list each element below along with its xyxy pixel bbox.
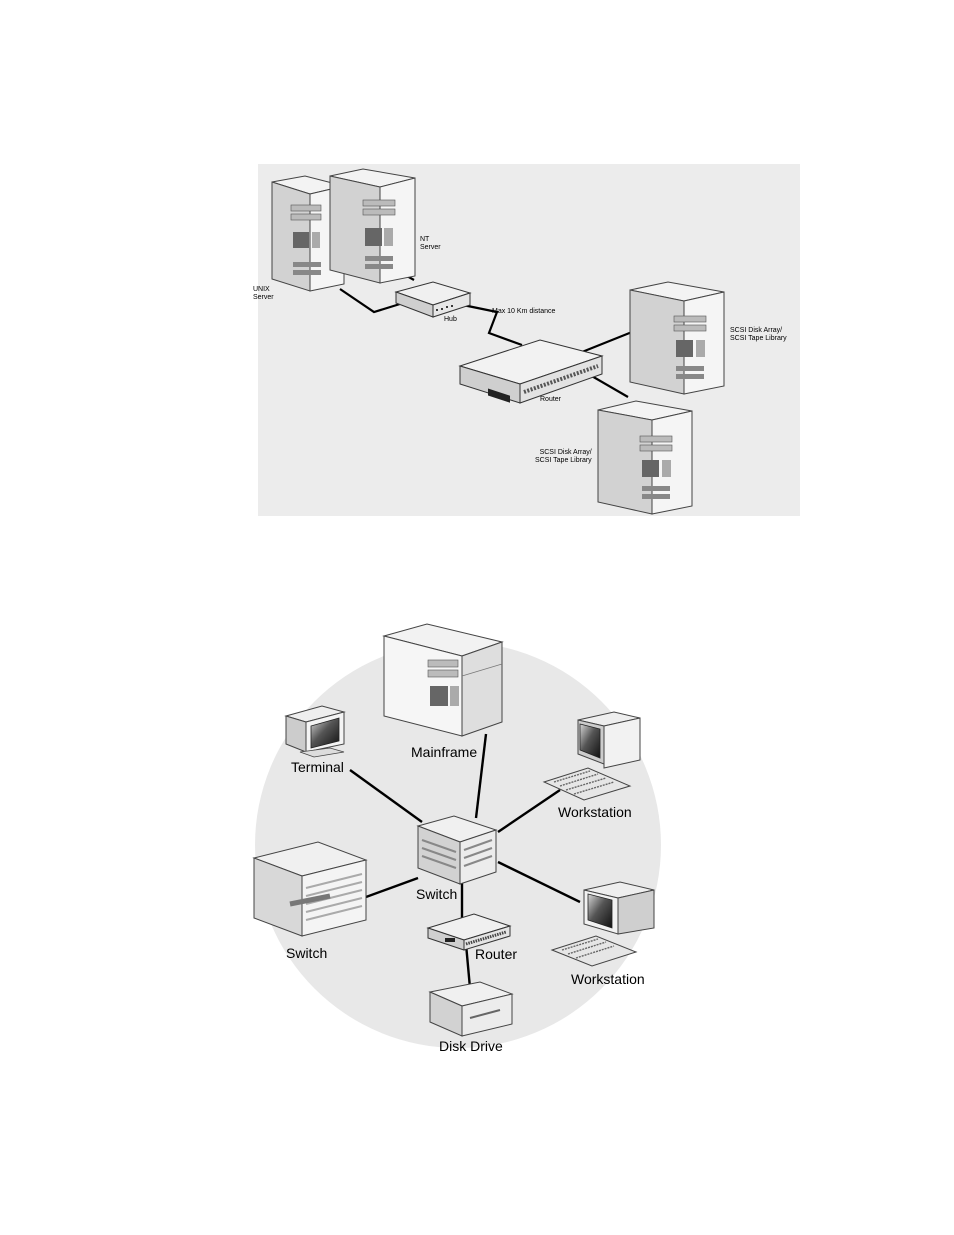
label-router-fig2: Router — [475, 946, 517, 962]
label-workstation-bottom: Workstation — [571, 971, 645, 987]
label-hub: Hub — [444, 316, 457, 324]
label-scsi-bottom: SCSI Disk Array/ SCSI Tape Library — [535, 449, 592, 465]
router-device-fig1 — [460, 340, 602, 403]
scsi-bottom-tower — [598, 401, 692, 514]
label-terminal: Terminal — [291, 759, 344, 775]
label-scsi-right: SCSI Disk Array/ SCSI Tape Library — [730, 327, 787, 343]
link-unix-hub — [340, 289, 400, 312]
figure1 — [272, 169, 724, 514]
label-unix-server: UNIX Server — [253, 286, 274, 302]
label-workstation-top: Workstation — [558, 804, 632, 820]
mainframe-device — [384, 624, 502, 736]
label-max-distance: Max 10 Km distance — [492, 308, 555, 316]
nt-server-tower — [330, 169, 415, 283]
label-nt-server: NT Server — [420, 236, 441, 252]
label-router-fig1: Router — [540, 396, 561, 404]
label-switch-center: Switch — [416, 886, 457, 902]
label-switch-left: Switch — [286, 945, 327, 961]
scsi-right-tower — [630, 282, 724, 394]
link-router-scsi-right — [582, 332, 632, 352]
label-mainframe: Mainframe — [411, 744, 477, 760]
label-disk-drive: Disk Drive — [439, 1038, 503, 1054]
switch-left-device — [254, 842, 366, 936]
hub-device — [396, 282, 470, 317]
link-router-scsi-bottom — [590, 375, 628, 397]
